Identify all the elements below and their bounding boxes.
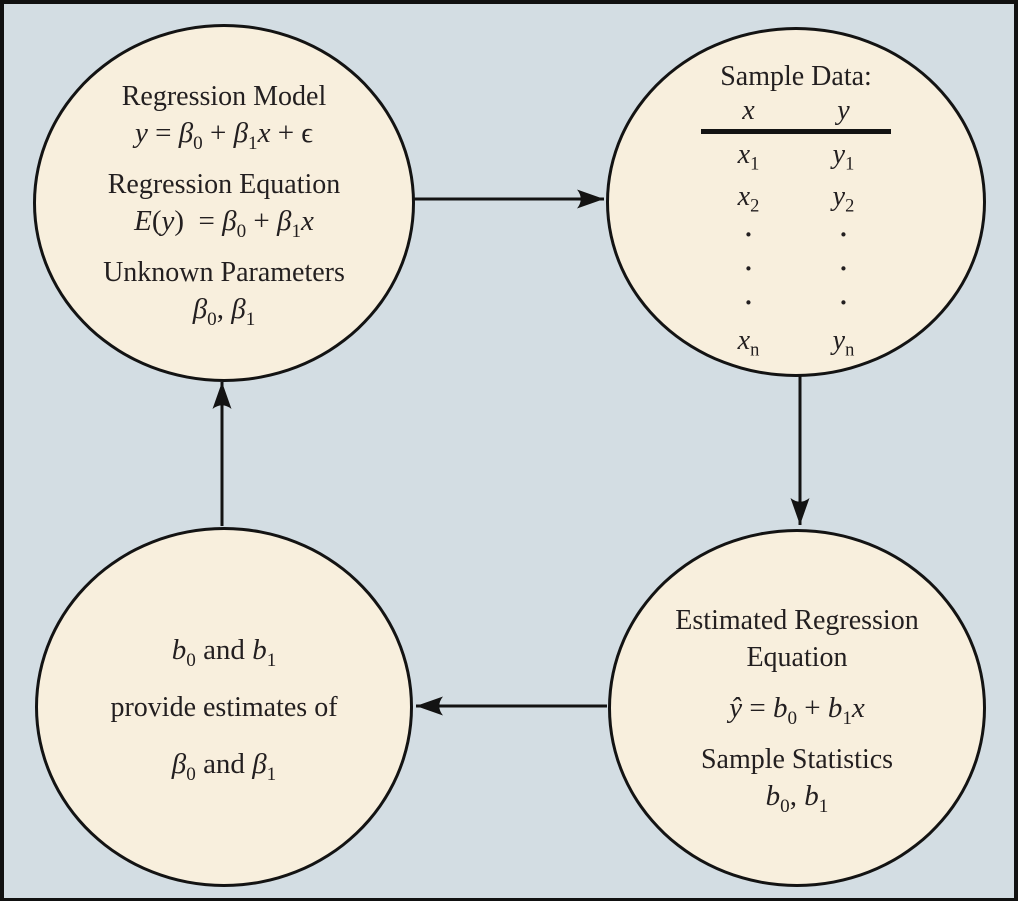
regression-model-title: Regression Model xyxy=(121,81,327,112)
node-regression-model: Regression Model y = β0 + β1x + ϵ Regres… xyxy=(33,24,415,382)
table-row-ellipsis: · · xyxy=(701,252,891,286)
estimated-regression-title-line1: Estimated Regression xyxy=(675,604,919,636)
regression-equation-title: Regression Equation xyxy=(107,169,341,200)
table-cell-yn: yn xyxy=(832,325,855,360)
estimated-regression-title-group: Estimated Regression Equation xyxy=(675,602,918,676)
estimated-regression-formula-group: ŷ = b0 + b1x xyxy=(729,690,865,729)
estimates-symbols-beta: β0 and β1 xyxy=(171,747,277,785)
sample-data-header-y: y xyxy=(837,95,850,126)
unknown-parameters-symbols: β0, β1 xyxy=(192,293,256,330)
table-cell-dot: · xyxy=(839,254,848,283)
sample-statistics-title: Sample Statistics xyxy=(700,743,894,775)
estimates-text: provide estimates of xyxy=(110,691,338,723)
table-cell-xn: xn xyxy=(737,325,760,360)
table-cell-x2: x2 xyxy=(737,181,760,216)
table-cell-y1: y1 xyxy=(832,139,855,174)
table-cell-dot: · xyxy=(839,288,848,317)
table-cell-dot: · xyxy=(744,220,753,249)
estimated-regression-title-line2: Equation xyxy=(746,641,848,673)
node-estimates: b0 and b1 provide estimates of β0 and β1 xyxy=(35,527,413,887)
table-row: x2 y2 xyxy=(701,176,891,218)
unknown-parameters-group: Unknown Parameters β0, β1 xyxy=(103,254,345,330)
sample-data-title: Sample Data: xyxy=(720,61,872,92)
node-estimated-regression: Estimated Regression Equation ŷ = b0 + b… xyxy=(608,529,986,887)
regression-equation-formula: E(y) = β0 + β1x xyxy=(134,205,314,242)
table-row: x1 y1 xyxy=(701,134,891,176)
table-cell-dot: · xyxy=(744,254,753,283)
regression-model-equation: y = β0 + β1x + ϵ xyxy=(134,117,314,154)
table-cell-dot: · xyxy=(744,288,753,317)
table-row-ellipsis: · · xyxy=(701,218,891,252)
unknown-parameters-title: Unknown Parameters xyxy=(103,257,345,288)
sample-statistics-symbols: b0, b1 xyxy=(765,779,829,817)
node-sample-data: Sample Data: x y x1 y1 x2 y2 · · · · · ·… xyxy=(606,27,986,377)
regression-model-group: Regression Model y = β0 + β1x + ϵ xyxy=(121,78,327,154)
sample-statistics-group: Sample Statistics b0, b1 xyxy=(700,741,894,817)
table-row-ellipsis: · · xyxy=(701,286,891,320)
table-cell-y2: y2 xyxy=(832,181,855,216)
table-cell-dot: · xyxy=(839,220,848,249)
sample-data-table-header: x y xyxy=(701,96,891,134)
estimated-regression-formula: ŷ = b0 + b1x xyxy=(729,691,865,729)
regression-equation-group: Regression Equation E(y) = β0 + β1x xyxy=(107,166,341,242)
sample-data-header-x: x xyxy=(742,95,755,126)
table-row: xn yn xyxy=(701,320,891,362)
flow-arrows xyxy=(212,189,810,716)
estimates-symbols-b: b0 and b1 xyxy=(171,633,277,671)
table-cell-x1: x1 xyxy=(737,139,760,174)
